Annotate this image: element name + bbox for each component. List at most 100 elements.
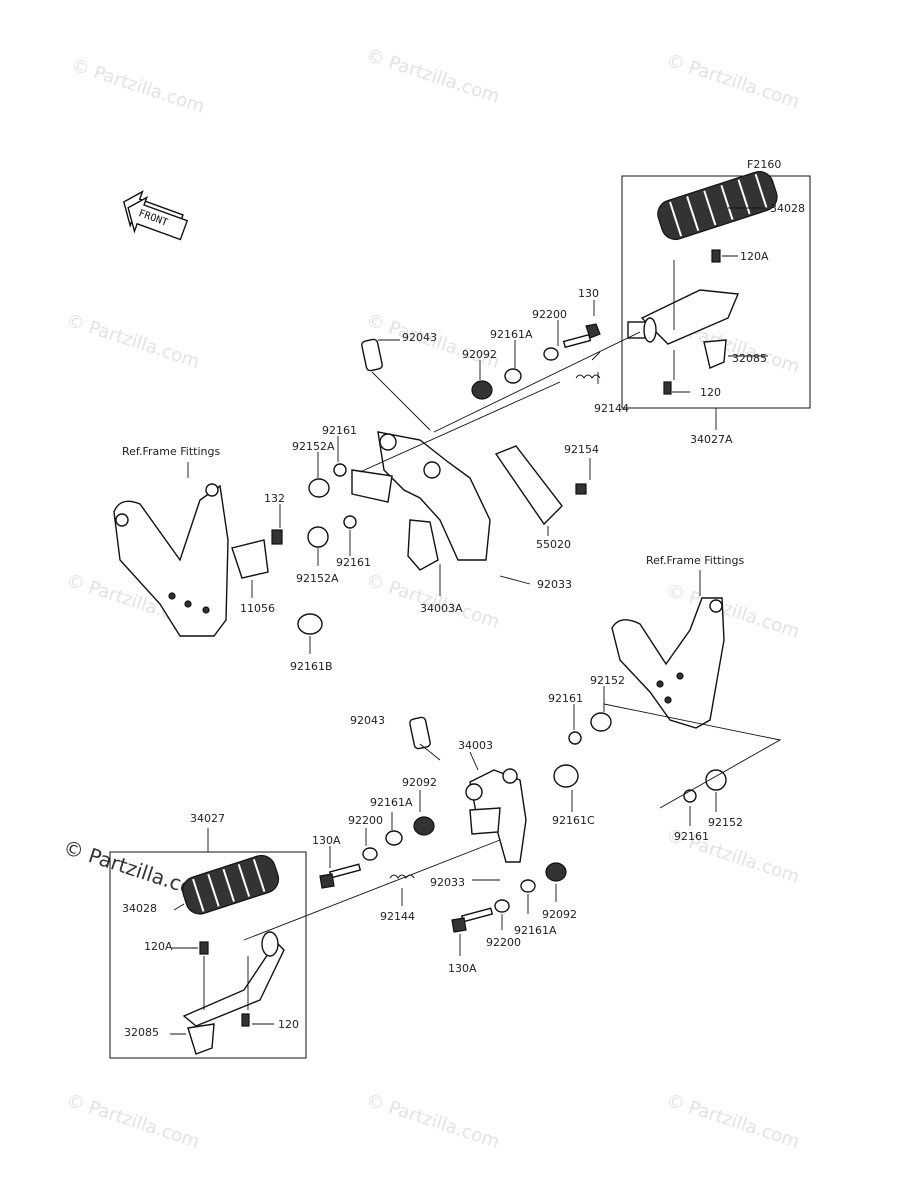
bracket-11056 (231, 539, 269, 579)
label-132: 132 (264, 492, 285, 505)
pad-32085-lower (187, 1023, 215, 1055)
ref-frame-fittings-upper: Ref.Frame Fittings (122, 445, 220, 458)
spring-92144-upper (575, 351, 601, 379)
frame-fitting-lower (611, 597, 725, 729)
bolt-130a-lower (319, 863, 362, 889)
pin-92043-upper (361, 338, 383, 372)
label-120-upper: 120 (700, 386, 721, 399)
label-92152a-upper: 92152A (292, 440, 335, 453)
washer-92200-upper (543, 347, 559, 361)
label-92152a-mid: 92152A (296, 572, 339, 585)
bolt-120a-lower (199, 941, 209, 955)
label-120a-upper: 120A (740, 250, 769, 263)
label-34003: 34003 (458, 739, 493, 752)
washer-92200-lower (362, 847, 378, 861)
washer-92161a-upper (504, 368, 522, 384)
bolt-130a-bottom (451, 907, 494, 933)
washer-92161-lower-right (683, 789, 697, 803)
label-92161a-bottom: 92161A (514, 924, 557, 937)
label-92092-lower: 92092 (402, 776, 437, 789)
label-34028-lower: 34028 (122, 902, 157, 915)
label-55020: 55020 (536, 538, 571, 551)
label-92200-upper: 92200 (532, 308, 567, 321)
label-130a-bottom: 130A (448, 962, 477, 975)
spacer-92152a-upper (308, 478, 330, 498)
bolt-120-upper (663, 381, 672, 395)
watermark-2: © Partzilla.com (363, 45, 502, 108)
label-92154: 92154 (564, 443, 599, 456)
spacer-92152-lower-right (705, 769, 727, 791)
bolt-130-upper (562, 323, 601, 349)
label-92092-bottom: 92092 (542, 908, 577, 921)
collar-92161c (553, 764, 579, 788)
label-130-upper: 130 (578, 287, 599, 300)
bolt-120-lower (241, 1013, 250, 1027)
watermark-4: © Partzilla.com (63, 310, 202, 373)
label-92200-lower: 92200 (348, 814, 383, 827)
label-92161b: 92161B (290, 660, 333, 673)
footpeg-rubber-upper (657, 170, 778, 241)
spacer-92152-upper-right (590, 712, 612, 732)
watermark-1: © Partzilla.com (68, 55, 207, 118)
washer-92200-bottom (494, 899, 510, 913)
label-92161a-lower: 92161A (370, 796, 413, 809)
figure-code: F2160 (747, 158, 781, 171)
collar-92092-upper (471, 380, 493, 400)
washer-92161-upper (333, 463, 347, 477)
label-92152-upper-right: 92152 (590, 674, 625, 687)
frame-fitting-upper (113, 483, 229, 637)
label-92161a-upper: 92161A (490, 328, 533, 341)
label-92161-upper-right: 92161 (548, 692, 583, 705)
watermark-11: © Partzilla.com (63, 1090, 202, 1153)
footpeg-body-upper (627, 289, 740, 345)
label-92161c: 92161C (552, 814, 595, 827)
label-92144-upper: 92144 (594, 402, 629, 415)
watermark-3: © Partzilla.com (663, 50, 802, 113)
footpeg-rubber-lower (182, 854, 280, 915)
label-32085-lower: 32085 (124, 1026, 159, 1039)
label-92033-upper: 92033 (537, 578, 572, 591)
bolt-92154 (575, 483, 587, 495)
label-92144-lower: 92144 (380, 910, 415, 923)
washer-92161-upper-right (568, 731, 582, 745)
label-34027a: 34027A (690, 433, 733, 446)
front-arrow-icon: FRONT (123, 190, 189, 241)
watermark-13: © Partzilla.com (663, 1090, 802, 1153)
pad-32085-upper (703, 339, 727, 369)
label-120-lower: 120 (278, 1018, 299, 1031)
bolt-132 (271, 529, 283, 545)
label-130a-lower: 130A (312, 834, 341, 847)
label-120a-lower: 120A (144, 940, 173, 953)
label-92092-upper: 92092 (462, 348, 497, 361)
pin-92043-lower (409, 716, 431, 750)
label-11056: 11056 (240, 602, 275, 615)
label-92043-lower: 92043 (350, 714, 385, 727)
label-92043-upper: 92043 (402, 331, 437, 344)
label-92161-upper: 92161 (322, 424, 357, 437)
label-34027: 34027 (190, 812, 225, 825)
bolt-120a-upper (711, 249, 721, 263)
label-92161-right: 92161 (674, 830, 709, 843)
bracket-34003a (351, 431, 491, 571)
watermark-12: © Partzilla.com (363, 1090, 502, 1153)
label-32085-upper: 32085 (732, 352, 767, 365)
watermark-9: © Partzilla.com (663, 580, 802, 643)
bracket-34003 (465, 768, 527, 863)
label-34003a: 34003A (420, 602, 463, 615)
label-34028-upper: 34028 (770, 202, 805, 215)
washer-92161-mid (343, 515, 357, 529)
ref-frame-fittings-lower: Ref.Frame Fittings (646, 554, 744, 567)
label-92161-mid: 92161 (336, 556, 371, 569)
collar-92092-bottom (545, 862, 567, 882)
footpeg-body-lower (182, 931, 285, 1027)
washer-92161a-lower (385, 830, 403, 846)
label-92200-bottom: 92200 (486, 936, 521, 949)
label-92033-lower: 92033 (430, 876, 465, 889)
label-92152-right: 92152 (708, 816, 743, 829)
collar-92092-lower (413, 816, 435, 836)
spacer-92152a-mid (307, 526, 329, 548)
washer-92161a-bottom (520, 879, 536, 893)
collar-92161b (297, 613, 323, 635)
plate-55020 (494, 445, 563, 526)
